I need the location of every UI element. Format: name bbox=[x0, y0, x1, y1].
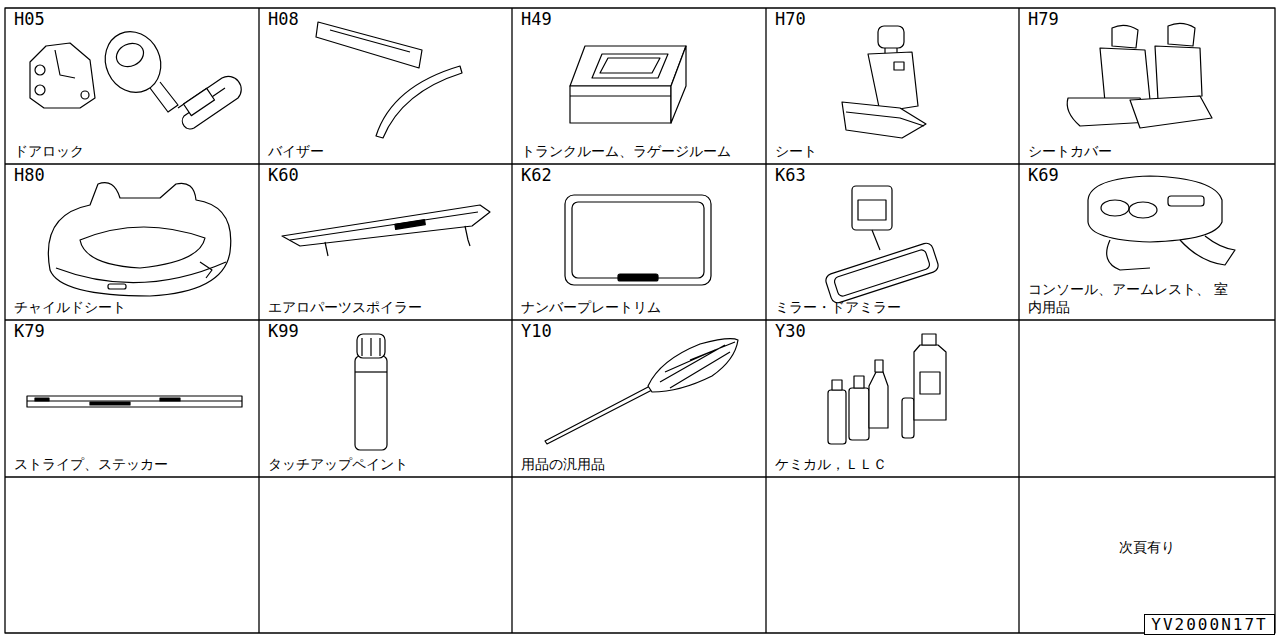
part-name: 用品の汎用品 bbox=[521, 455, 605, 473]
part-name: チャイルドシート bbox=[14, 298, 126, 316]
catalog-cell: K79 ストライプ、ステッカー bbox=[5, 320, 259, 477]
catalog-cell: Y10 用品の汎用品 bbox=[512, 320, 766, 477]
part-code: K60 bbox=[268, 167, 299, 185]
part-name: バイザー bbox=[268, 142, 324, 160]
part-name: ミラー・ドアミラー bbox=[775, 298, 901, 316]
paint-bottle-illustration bbox=[355, 334, 387, 450]
continuation-note: 次頁有り bbox=[1119, 539, 1175, 557]
part-code: H79 bbox=[1028, 11, 1059, 29]
catalog-cell: H80 チャイルドシート bbox=[5, 164, 259, 320]
catalog-cell: H05 ドアロック bbox=[5, 8, 259, 164]
part-code: Y10 bbox=[521, 323, 552, 341]
stripe-illustration bbox=[27, 396, 242, 407]
part-name: ナンバープレートリム bbox=[521, 298, 661, 316]
part-name: エアロパーツスポイラー bbox=[268, 298, 422, 316]
catalog-cell: K99 タッチアップペイント bbox=[259, 320, 512, 477]
child-seat-illustration bbox=[48, 183, 230, 296]
part-name: シートカバー bbox=[1028, 142, 1112, 160]
console-illustration bbox=[1088, 176, 1235, 270]
part-name: シート bbox=[775, 142, 817, 160]
catalog-cell: H79 シートカバー bbox=[1019, 8, 1275, 164]
part-name: ストライプ、ステッカー bbox=[14, 455, 168, 473]
part-code: H05 bbox=[14, 11, 45, 29]
seat-cover-illustration bbox=[1067, 23, 1212, 128]
catalog-cell: K62 ナンバープレートリム bbox=[512, 164, 766, 320]
duster-illustration bbox=[545, 339, 738, 444]
part-code: K69 bbox=[1028, 167, 1059, 185]
part-name: タッチアップペイント bbox=[268, 455, 408, 473]
seat-illustration bbox=[842, 26, 926, 138]
part-code: Y30 bbox=[775, 323, 806, 341]
part-code: H49 bbox=[521, 11, 552, 29]
part-code: H80 bbox=[14, 167, 45, 185]
catalog-cell: K60 エアロパーツスポイラー bbox=[259, 164, 512, 320]
drawing-number: YV2000N17T bbox=[1151, 616, 1267, 634]
plate-rim-illustration bbox=[565, 195, 711, 285]
part-code: K79 bbox=[14, 323, 45, 341]
part-code: H08 bbox=[268, 11, 299, 29]
trunk-box-illustration bbox=[570, 46, 686, 123]
grid-lines bbox=[5, 8, 1275, 633]
catalog-cell: H49 トランクルーム、ラゲージルーム bbox=[512, 8, 766, 164]
continuation-cell: 次頁有り bbox=[1019, 477, 1275, 633]
catalog-cell: H70 シート bbox=[766, 8, 1019, 164]
part-name: ドアロック bbox=[14, 142, 84, 160]
visor-illustration bbox=[316, 22, 462, 138]
part-name: ケミカル，ＬＬＣ bbox=[775, 455, 887, 473]
catalog-cell: Y30 ケミカル，ＬＬＣ bbox=[766, 320, 1019, 477]
mirror-illustration bbox=[824, 186, 940, 305]
catalog-cell: H08 バイザー bbox=[259, 8, 512, 164]
part-code: K62 bbox=[521, 167, 552, 185]
drawing-number-box: YV2000N17T bbox=[1144, 614, 1275, 635]
part-code: K99 bbox=[268, 323, 299, 341]
part-code: H70 bbox=[775, 11, 806, 29]
spoiler-illustration bbox=[282, 205, 490, 256]
part-code: K63 bbox=[775, 167, 806, 185]
catalog-cell: K69 コンソール、アームレスト、 室内用品 bbox=[1019, 164, 1275, 320]
part-name: コンソール、アームレスト、 室内用品 bbox=[1028, 280, 1233, 316]
chemical-bottles-illustration bbox=[828, 334, 946, 444]
door-lock-illustration bbox=[30, 22, 241, 128]
catalog-cell: K63 ミラー・ドアミラー bbox=[766, 164, 1019, 320]
part-name: トランクルーム、ラゲージルーム bbox=[521, 142, 731, 160]
